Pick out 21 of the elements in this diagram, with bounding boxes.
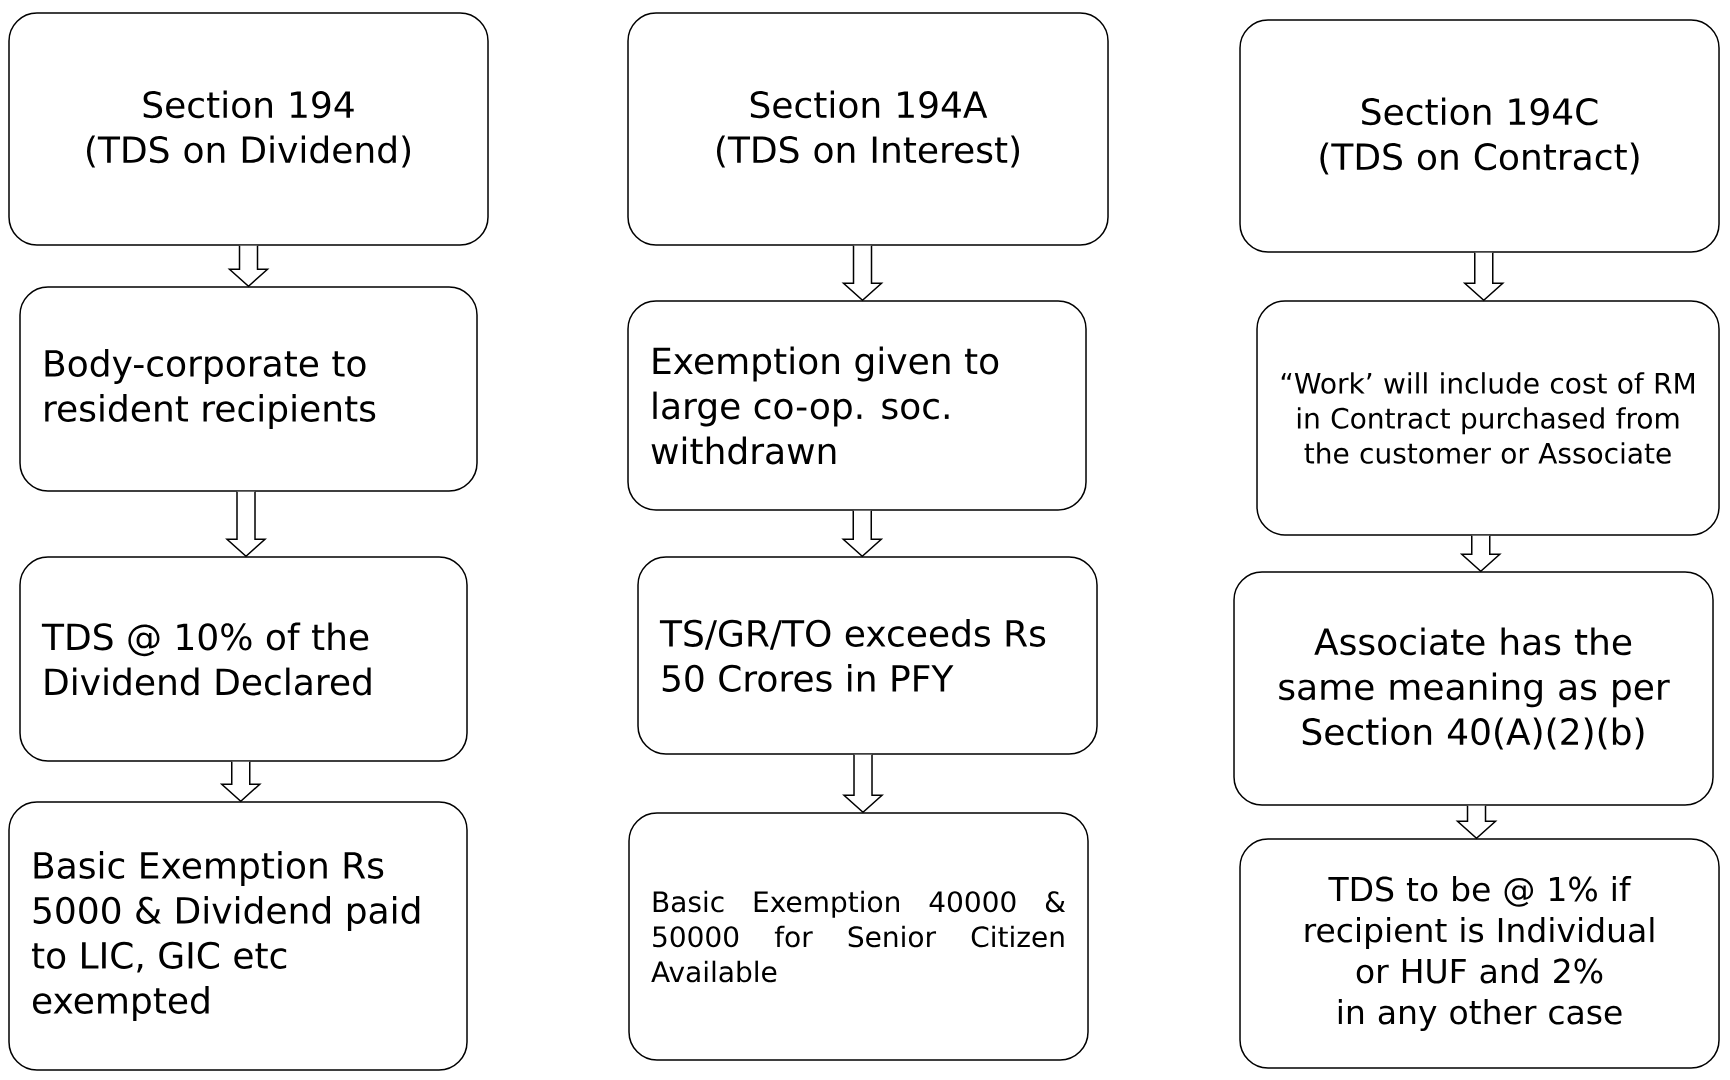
flow-box: Body-corporate to resident recipients [19,286,478,492]
hollow-arrow [227,245,270,288]
flow-box: Associate has the same meaning as per Section 40(A)(2)(b) [1233,571,1714,806]
flow-box: Section 194C (TDS on Contract) [1239,19,1720,253]
flow-box: Exemption given to large co-op. soc. withdrawn [627,300,1087,511]
flow-box: TDS to be @ 1% if recipient is Individual or HUF and 2% in any other case [1239,838,1720,1069]
hollow-arrow [219,761,262,803]
flow-box: “Work’ will include cost of RM in Contract purchased from the customer or Associate [1256,300,1720,536]
flow-box: Basic Exemption Rs 5000 & Dividend paid to LIC, GIC etc exempted [8,801,468,1071]
hollow-arrow [1455,805,1498,840]
hollow-arrow [842,754,884,814]
hollow-arrow [225,491,267,558]
flow-box: Basic Exemption 40000 & 50000 for Senior Citizen Available [628,812,1089,1061]
flow-box: Section 194A (TDS on Interest) [627,12,1109,246]
hollow-arrow [1462,252,1505,302]
hollow-arrow [1459,535,1502,573]
flow-box: TDS @ 10% of the Dividend Declared [19,556,468,762]
hollow-arrow [841,510,884,558]
hollow-arrow [841,245,884,302]
flow-box: TS/GR/TO exceeds Rs 50 Crores in PFY [637,556,1098,755]
flow-box: Section 194 (TDS on Dividend) [8,12,489,246]
